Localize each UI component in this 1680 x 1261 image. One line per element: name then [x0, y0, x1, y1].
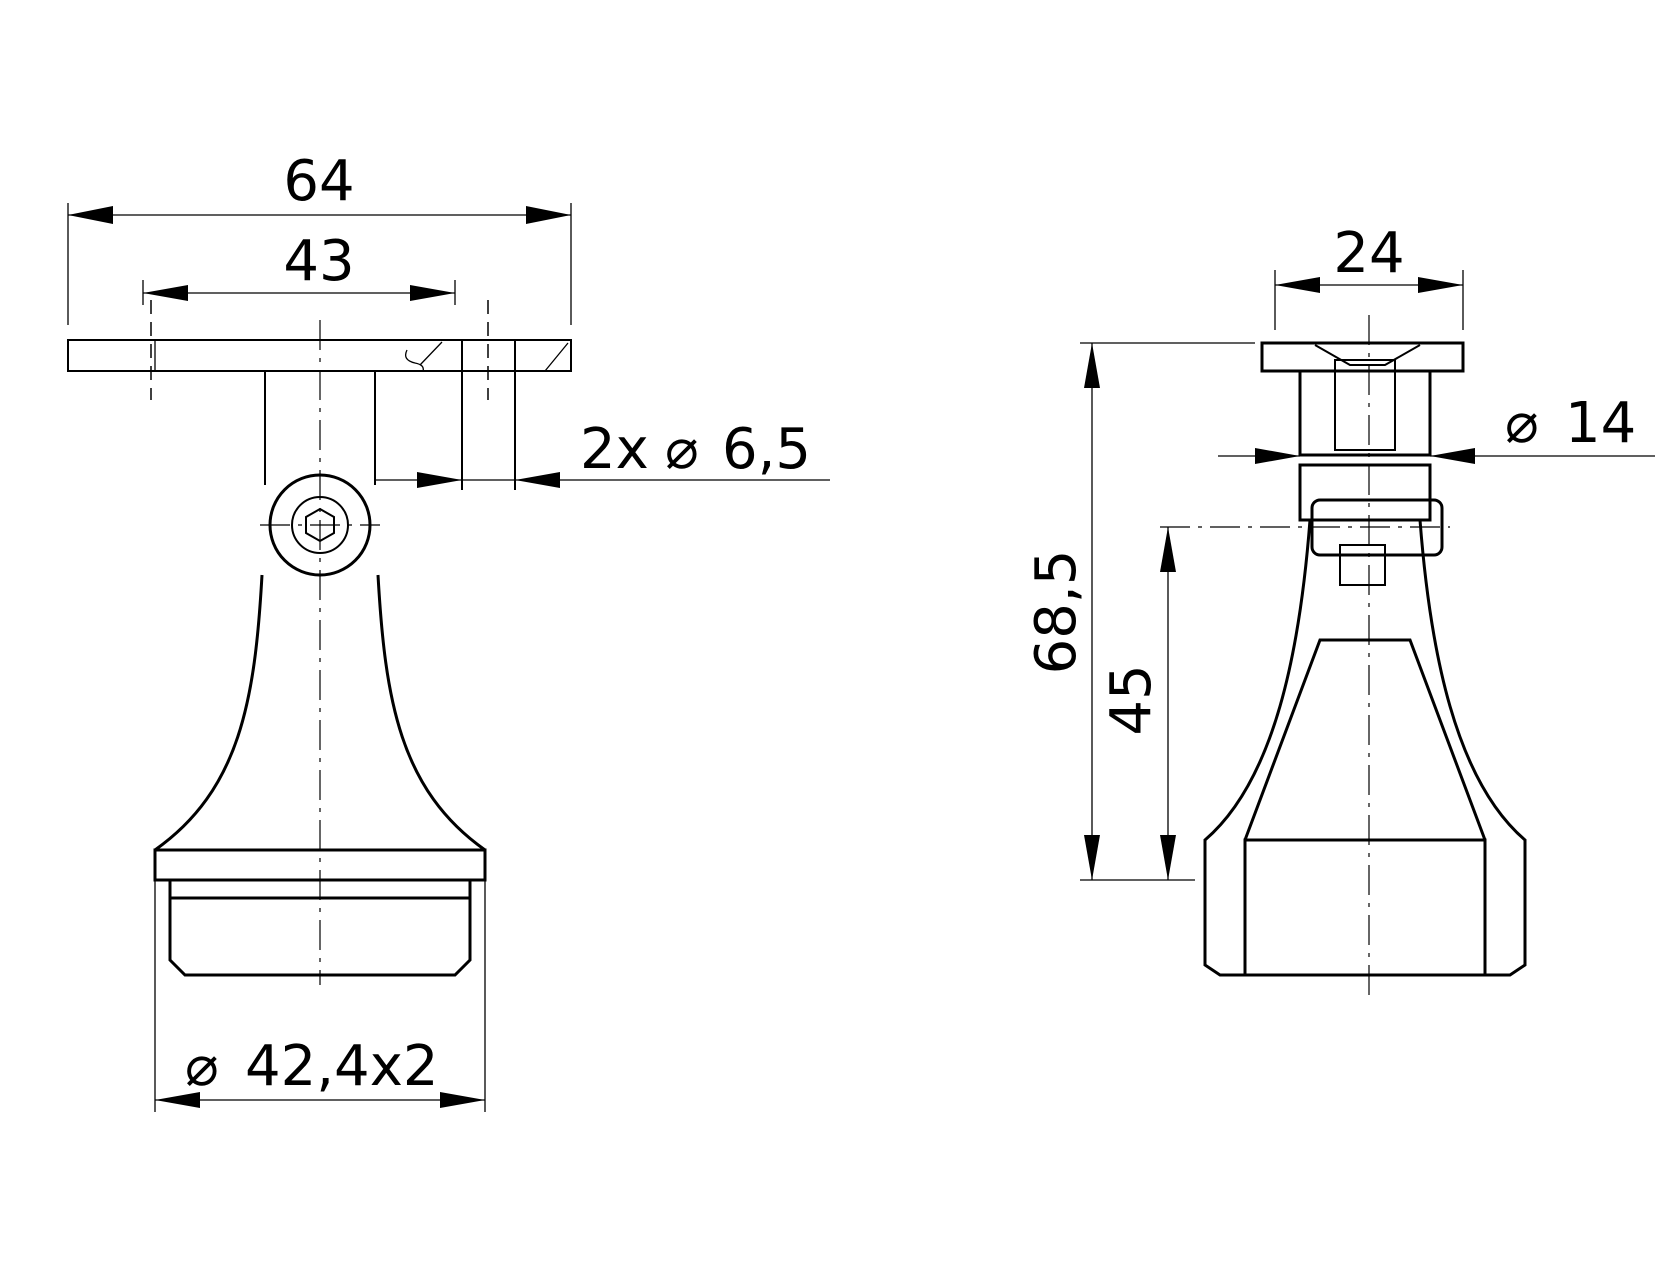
- front-view: 64 43: [67, 149, 830, 1112]
- dimension-hole-diameter: 2x ⌀ 6,5: [375, 417, 830, 488]
- dim-68-5-label: 68,5: [1024, 550, 1089, 675]
- body-section: [1203, 518, 1527, 977]
- dimension-tube-size: ⌀ 42,4x2: [154, 880, 486, 1112]
- dimension-pivot-height: 45: [1099, 527, 1176, 880]
- hole-diameter-label: 6,5: [722, 417, 811, 482]
- dimension-overall-height: 68,5: [1024, 342, 1255, 881]
- stem-diameter-symbol-icon: ⌀: [1505, 391, 1539, 456]
- diameter-symbol-icon: ⌀: [665, 417, 699, 482]
- dimension-overall-width: 64: [67, 149, 572, 325]
- dim-45-label: 45: [1099, 664, 1164, 735]
- flared-body: [154, 574, 486, 852]
- hole-count-label: 2x: [580, 417, 649, 482]
- dim-64-label: 64: [283, 149, 354, 214]
- tube-size-label: 42,4x2: [245, 1034, 438, 1099]
- section-view: 24 ⌀ 14 68,5: [1024, 221, 1655, 1000]
- tube-diameter-symbol-icon: ⌀: [185, 1034, 219, 1099]
- dim-24-label: 24: [1333, 221, 1404, 286]
- dimension-stem-diameter: ⌀ 14: [1218, 391, 1655, 464]
- dimension-hole-spacing: 43: [142, 229, 456, 305]
- dim-43-label: 43: [283, 229, 354, 294]
- dimension-plate-width: 24: [1274, 221, 1464, 330]
- stem-diameter-label: 14: [1565, 391, 1636, 456]
